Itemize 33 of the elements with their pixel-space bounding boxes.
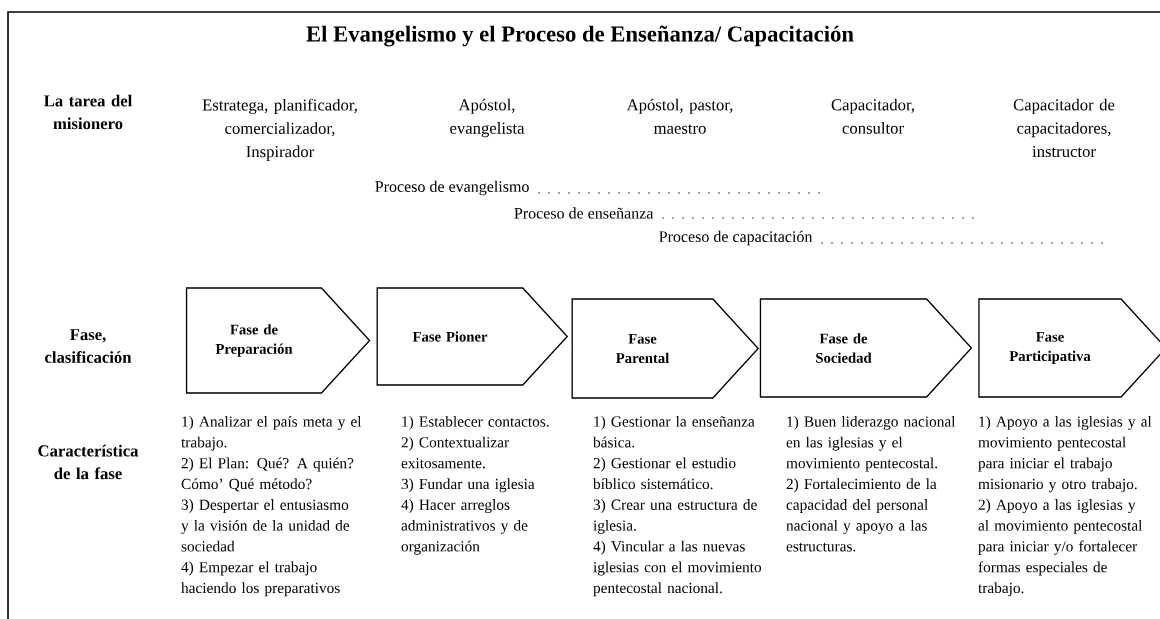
- process-line: Proceso de capacitación: [659, 230, 1104, 246]
- phase-characteristic: 3) Despertar el entusiasmo y la visión de la unidad de sociedad: [181, 499, 350, 552]
- phase-characteristic: 3) Fundar una iglesia: [401, 478, 535, 493]
- phase-characteristic: 3) Crear una estructura de iglesia.: [593, 499, 757, 534]
- phase-characteristic: 4) Hacer arreglos administrativos y de organización: [401, 499, 528, 555]
- phase-characteristic: 1) Analizar el país meta y el trabajo.: [181, 415, 362, 451]
- process-line: Proceso de enseñanza: [514, 207, 978, 219]
- phase-pentagon: Fase Participativa: [978, 298, 1160, 398]
- title: El Evangelismo y el Proceso de Enseñanza/ Capacitación: [306, 25, 854, 47]
- role-text: Apóstol, pastor, maestro: [626, 98, 733, 134]
- row-heading: Fase, clasificación: [45, 329, 132, 363]
- phase-characteristic: 1) Buen liderazgo nacional en las iglesias y el movimiento pentecostal.: [786, 415, 956, 472]
- phase-pentagon: Fase de Sociedad: [759, 298, 973, 398]
- phase-characteristic: 1) Establecer contactos.: [402, 415, 549, 430]
- phase-characteristic: 2) Contextualizar exitosamente.: [401, 436, 510, 469]
- phase-characteristic: 2) Apoyo a las iglesias y al movimiento pentecostal para iniciar y/o fortalecer formas especiales de trabajo.: [978, 499, 1143, 597]
- phase-pentagon: Fase de Preparación: [185, 287, 371, 394]
- phase-characteristic: 1) Apoyo a las iglesias y al movimiento pentecostal para iniciar el trabajo misionario y otro trabajo.: [978, 415, 1152, 493]
- phase-characteristic: 1) Gestionar la enseñanza básica.: [593, 415, 755, 448]
- phase-characteristic: 2) El Plan: Qué? A quién? Cómo’ Qué método?: [181, 457, 354, 492]
- phase-characteristic: 4) Empezar el trabajo haciendo los preparativos: [181, 561, 340, 597]
- row-heading: Característica de la fase: [38, 444, 139, 480]
- row-heading: La tarea del misionero: [44, 94, 132, 130]
- phase-characteristic: 2) Gestionar el estudio bíblico sistemático.: [593, 457, 736, 490]
- phase-pentagon: Fase Pioner: [376, 287, 569, 386]
- process-line: Proceso de evangelismo: [375, 180, 821, 196]
- phase-pentagon: Fase Parental: [571, 298, 760, 399]
- role-text: Capacitador de capacitadores, instructor: [1013, 98, 1115, 158]
- role-text: Apóstol, evangelista: [450, 98, 525, 138]
- role-text: Capacitador, consultor: [831, 98, 914, 134]
- phase-characteristic: 2) Fortalecimiento de la capacidad del personal nacional y apoyo a las estructuras.: [786, 478, 937, 552]
- role-text: Estratega, planificador, comercializador, Inspirador: [202, 98, 357, 161]
- phase-characteristic: 4) Vincular a las nuevas iglesias con el movimiento pentecostal nacional.: [593, 540, 762, 597]
